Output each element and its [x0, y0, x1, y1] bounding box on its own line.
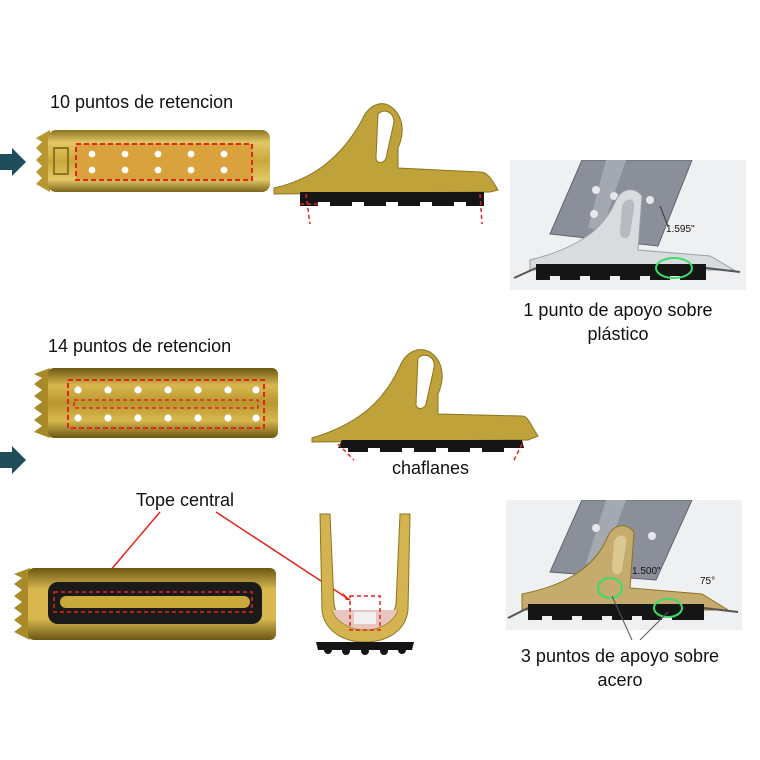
render-plastic-support: 1.595" [510, 160, 746, 290]
plate-side-view-2 [308, 344, 550, 466]
render2-dimension: 1.500" [632, 566, 661, 577]
plate-side-view-1 [270, 100, 500, 230]
plate-top-view-10 [36, 130, 270, 192]
plate-front-view [310, 513, 420, 655]
row1-caption-line2: plástico [587, 324, 649, 344]
row1-title: 10 puntos de retencion [50, 92, 234, 112]
bevel-label: chaflanes [392, 458, 470, 478]
row3-support-caption: 3 puntos de apoyo sobre acero [500, 644, 740, 692]
row3-caption-line1: 3 puntos de apoyo sobre [520, 646, 720, 666]
render-steel-support: 1.500" 75° [506, 500, 742, 630]
plate-top-view-14 [34, 368, 278, 438]
render2-angle: 75° [700, 576, 716, 587]
plate-bottom-view [14, 568, 276, 640]
row1-support-caption: 1 punto de apoyo sobre plástico [500, 298, 736, 346]
central-stop-label: Tope central [136, 490, 235, 510]
row2-title: 14 puntos de retencion [48, 336, 232, 356]
render1-dimension: 1.595" [666, 224, 695, 235]
row3-caption-line2: acero [597, 670, 643, 690]
row1-caption-line1: 1 punto de apoyo sobre [523, 300, 713, 320]
